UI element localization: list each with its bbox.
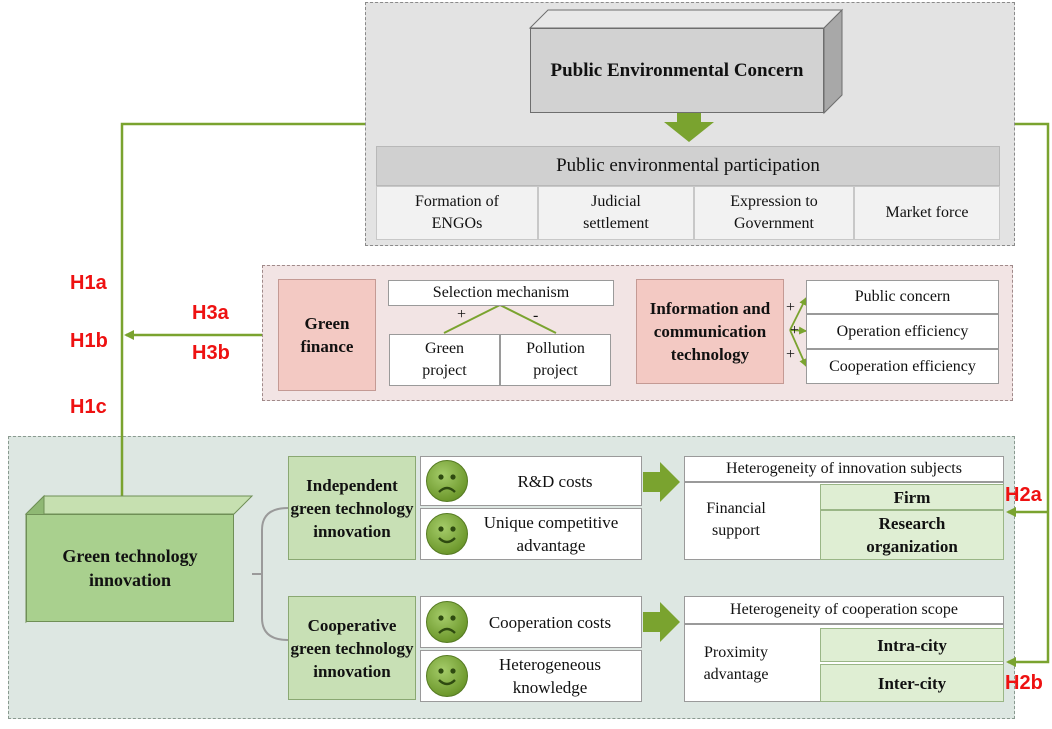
participation-item: Expression to Government bbox=[694, 186, 854, 240]
firm-label: Firm bbox=[893, 487, 931, 507]
smile-face-icon bbox=[438, 668, 456, 686]
hetero-subjects-header: Heterogeneity of innovation subjects bbox=[684, 456, 1004, 482]
smile-face-icon bbox=[426, 655, 468, 697]
h1c-label: H1c bbox=[70, 396, 107, 418]
participation-header-label: Public environmental participation bbox=[556, 155, 820, 176]
public-environmental-concern-box: Public Environmental Concern bbox=[530, 28, 824, 113]
research-organization-label: Research organization bbox=[866, 514, 958, 556]
financial-support-text: Financial support bbox=[706, 500, 766, 539]
green-finance-box: Green finance bbox=[278, 279, 376, 391]
green-project-box: Green project bbox=[389, 334, 500, 386]
public-environmental-concern-label: Public Environmental Concern bbox=[550, 59, 804, 81]
h1-path bbox=[117, 122, 365, 514]
plus-sign: + bbox=[790, 322, 800, 339]
proximity-label: Proximity advantage bbox=[688, 634, 784, 694]
participation-item: Judicial settlement bbox=[538, 186, 694, 240]
pollution-project-label: Pollution project bbox=[526, 340, 585, 379]
selection-mechanism-label: Selection mechanism bbox=[432, 284, 570, 301]
h3a-label: H3a bbox=[192, 302, 229, 324]
bracket bbox=[261, 507, 289, 641]
hetero-subjects-label: Heterogeneity of innovation subjects bbox=[726, 460, 962, 477]
h2b-label: H2b bbox=[1005, 672, 1043, 694]
pollution-project-box: Pollution project bbox=[500, 334, 611, 386]
ict-item-label: Cooperation efficiency bbox=[829, 357, 976, 375]
green-finance-label: Green finance bbox=[300, 314, 354, 356]
arrow-to-subjects bbox=[643, 462, 680, 502]
selection-mechanism-box: Selection mechanism bbox=[388, 280, 614, 306]
sad-face-icon bbox=[426, 460, 468, 502]
financial-support-label: Financial support bbox=[688, 490, 784, 550]
hetero-scope-label: Heterogeneity of cooperation scope bbox=[730, 601, 958, 618]
intra-city-box: Intra-city bbox=[820, 628, 1004, 662]
unique-advantage-label: Unique competitive advantage bbox=[462, 508, 640, 560]
cooperative-innovation-box: Cooperative green technology innovation bbox=[288, 596, 416, 700]
participation-item-label: Expression to Government bbox=[730, 193, 818, 232]
ict-item: Public concern bbox=[806, 280, 999, 314]
rd-costs-label: R&D costs bbox=[517, 471, 593, 491]
unique-advantage-text: Unique competitive advantage bbox=[483, 513, 619, 555]
green-technology-innovation-label: Green technology innovation bbox=[62, 546, 198, 590]
plus-sign: + bbox=[786, 299, 796, 316]
arrow-to-scope bbox=[643, 602, 680, 642]
independent-innovation-label: Independent green technology innovation bbox=[290, 475, 414, 541]
participation-item: Market force bbox=[854, 186, 1000, 240]
participation-header: Public environmental participation bbox=[376, 146, 1000, 186]
cooperative-innovation-label: Cooperative green technology innovation bbox=[290, 615, 414, 681]
plus-sign: + bbox=[457, 306, 467, 323]
ict-label: Information and communication technology bbox=[649, 299, 771, 364]
sad-face-icon bbox=[438, 615, 456, 634]
h2-path bbox=[1006, 122, 1050, 667]
coop-costs-label: Cooperation costs bbox=[488, 612, 612, 632]
hetero-knowledge-text: Heterogeneous knowledge bbox=[499, 655, 601, 697]
ict-item-label: Operation efficiency bbox=[836, 322, 969, 340]
independent-innovation-box: Independent green technology innovation bbox=[288, 456, 416, 560]
minus-sign: - bbox=[533, 307, 539, 324]
h1b-label: H1b bbox=[70, 330, 108, 352]
firm-box: Firm bbox=[820, 484, 1004, 510]
participation-item-label: Formation of ENGOs bbox=[415, 193, 499, 232]
research-organization-box: Research organization bbox=[820, 510, 1004, 560]
h2a-label: H2a bbox=[1005, 484, 1042, 506]
plus-sign: + bbox=[786, 346, 796, 363]
participation-item-label: Judicial settlement bbox=[583, 193, 649, 232]
down-arrow bbox=[664, 108, 714, 142]
ict-item-label: Public concern bbox=[854, 288, 951, 305]
ict-item: Cooperation efficiency bbox=[806, 349, 999, 384]
sad-face-icon bbox=[438, 474, 456, 493]
participation-item-label: Market force bbox=[885, 204, 969, 221]
participation-item: Formation of ENGOs bbox=[376, 186, 538, 240]
green-technology-innovation-box: Green technology innovation bbox=[26, 514, 234, 622]
sad-face-icon bbox=[426, 601, 468, 643]
ict-item: Operation efficiency bbox=[806, 314, 999, 349]
h1a-label: H1a bbox=[70, 272, 107, 294]
hetero-scope-header: Heterogeneity of cooperation scope bbox=[684, 596, 1004, 624]
intra-city-label: Intra-city bbox=[877, 635, 947, 655]
smile-face-icon bbox=[426, 513, 468, 555]
inter-city-label: Inter-city bbox=[877, 673, 947, 693]
h3b-label: H3b bbox=[192, 342, 230, 364]
inter-city-box: Inter-city bbox=[820, 664, 1004, 702]
ict-box: Information and communication technology bbox=[636, 279, 784, 384]
smile-face-icon bbox=[438, 526, 456, 544]
proximity-text: Proximity advantage bbox=[703, 644, 769, 683]
green-project-label: Green project bbox=[422, 340, 467, 379]
hetero-knowledge-label: Heterogeneous knowledge bbox=[470, 650, 630, 702]
